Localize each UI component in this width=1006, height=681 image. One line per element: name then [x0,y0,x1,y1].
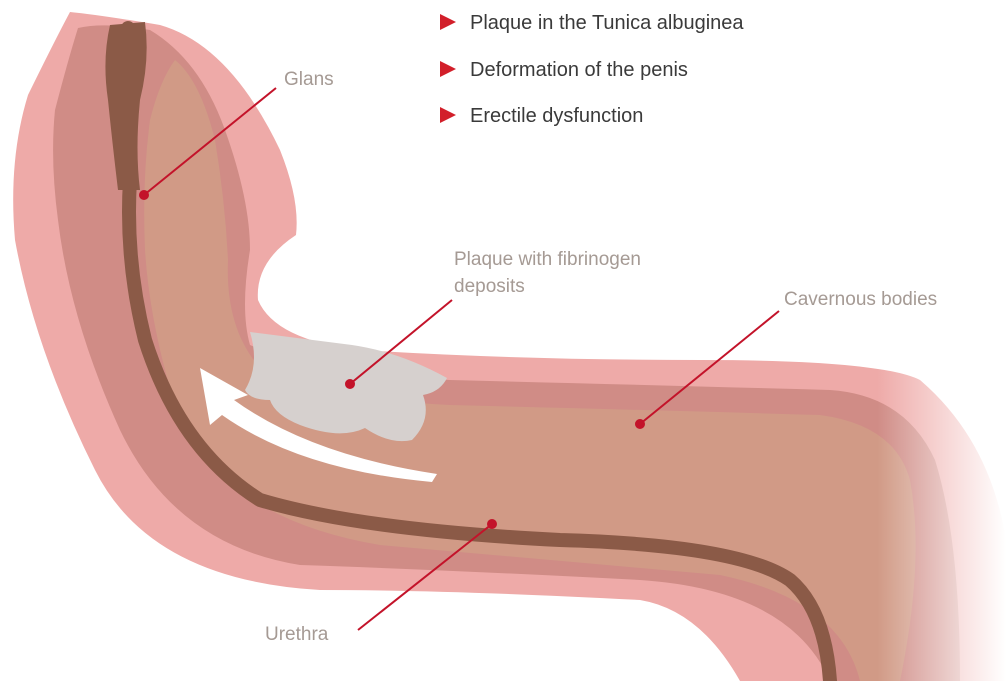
bullet-item: Erectile dysfunction [440,105,643,127]
bullet-list: Plaque in the Tunica albuginea Deformati… [440,12,744,127]
bullet-text: Deformation of the penis [470,59,688,81]
triangle-icon [440,61,456,77]
bullet-text: Erectile dysfunction [470,105,643,127]
bullet-text: Plaque in the Tunica albuginea [470,12,744,34]
urethra-label: Urethra [265,624,329,645]
plaque-label-line1: Plaque with fibrinogen [454,249,641,270]
bullet-item: Deformation of the penis [440,59,688,81]
plaque-label-line2: deposits [454,276,525,297]
triangle-icon [440,14,456,30]
bullet-item: Plaque in the Tunica albuginea [440,12,744,34]
triangle-icon [440,107,456,123]
glans-label: Glans [284,69,334,90]
cavernous-label: Cavernous bodies [784,289,937,310]
right-fade [720,300,1006,681]
